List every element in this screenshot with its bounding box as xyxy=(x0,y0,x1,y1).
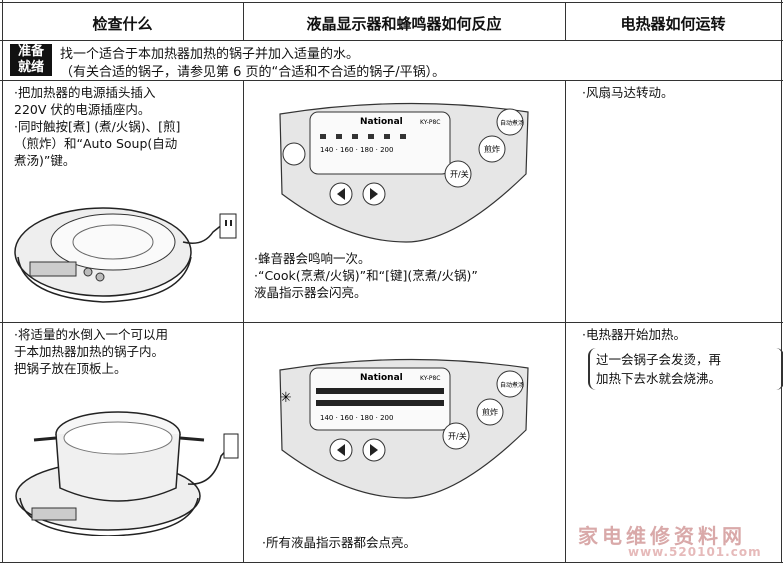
table-bottom-border xyxy=(0,562,783,563)
col3-left-border xyxy=(565,2,566,40)
header-display: 液晶显示器和蜂鸣器如何反应 xyxy=(306,14,502,33)
power-button-label-1: 开/关 xyxy=(450,169,469,179)
row2-display-text: ·所有液晶指示器都会点亮。 xyxy=(262,535,416,550)
model-label-2: KY-P8C xyxy=(420,375,440,382)
row1-display-text: ·蜂音器会鸣响一次。 ·“Cook(烹煮/火锅)”和“[键](烹煮/火锅)” 液… xyxy=(254,251,478,300)
prep-line1: 找一个适合于本加热器加热的锅子并加入适量的水。 xyxy=(60,47,360,62)
watermark-url: www.520101.com xyxy=(628,545,762,559)
prep-tag: 准备 就绪 xyxy=(10,44,52,76)
header-bottom-border xyxy=(0,40,783,41)
fry-button-label-2: 煎炸 xyxy=(482,407,498,417)
brand-label-1: National xyxy=(360,117,403,127)
row2-check-text: ·将适量的水倒入一个可以用 于本加热器加热的锅子内。 把锅子放在顶板上。 xyxy=(14,327,168,376)
cooker-illustration-plain xyxy=(14,207,237,303)
row2-operation-text: ·电热器开始加热。 xyxy=(582,327,686,342)
control-panel-illustration-1: National KY-P8C 140 · 160 · 180 · 200 开/… xyxy=(279,102,529,243)
prep-tag-line1: 准备 xyxy=(17,44,44,59)
row1-bottom-border xyxy=(0,322,783,323)
temp-scale-1: 140 · 160 · 180 · 200 xyxy=(320,146,393,154)
col1-left-border xyxy=(2,0,3,562)
col2-left-border xyxy=(243,2,244,40)
control-panel-illustration-2: National KY-P8C 140 · 160 · 180 · 200 ✳ … xyxy=(279,358,529,499)
prep-tag-line2: 就绪 xyxy=(17,60,44,75)
header-check: 检查什么 xyxy=(92,14,153,33)
temp-scale-2: 140 · 160 · 180 · 200 xyxy=(320,414,393,422)
fry-button-label-1: 煎炸 xyxy=(484,144,500,154)
watermark-text: 家电维修资料网 xyxy=(578,524,746,548)
auto-button-label-2: 自动煮汤 xyxy=(500,381,524,389)
table-top-border xyxy=(0,2,783,3)
auto-button-label-1: 自动煮汤 xyxy=(500,119,524,127)
row2-operation-note: 过一会锅子会发烫，再 加热下去水就会烧沸。 xyxy=(588,348,783,390)
row1-check-text: ·把加热器的电源插头插入 220V 伏的电源插座内。 ·同时触按[煮] (煮/火… xyxy=(14,85,181,168)
prep-bottom-border xyxy=(0,80,783,81)
cooker-illustration-with-pot xyxy=(15,411,239,536)
prep-line2: （有关合适的锅子，请参见第 6 页的“合适和不合适的锅子/平锅）。 xyxy=(60,65,446,80)
row1-operation-text: ·风扇马达转动。 xyxy=(582,85,674,100)
table-right-border xyxy=(781,0,782,562)
header-operation: 电热器如何运转 xyxy=(620,14,726,33)
power-button-label-2: 开/关 xyxy=(448,431,467,441)
brand-label-2: National xyxy=(360,373,403,383)
model-label-1: KY-P8C xyxy=(420,119,440,126)
col3-left-border-body xyxy=(565,80,566,562)
lit-indicator-icon-left: ✳ xyxy=(280,390,292,406)
col2-left-border-body xyxy=(243,80,244,562)
